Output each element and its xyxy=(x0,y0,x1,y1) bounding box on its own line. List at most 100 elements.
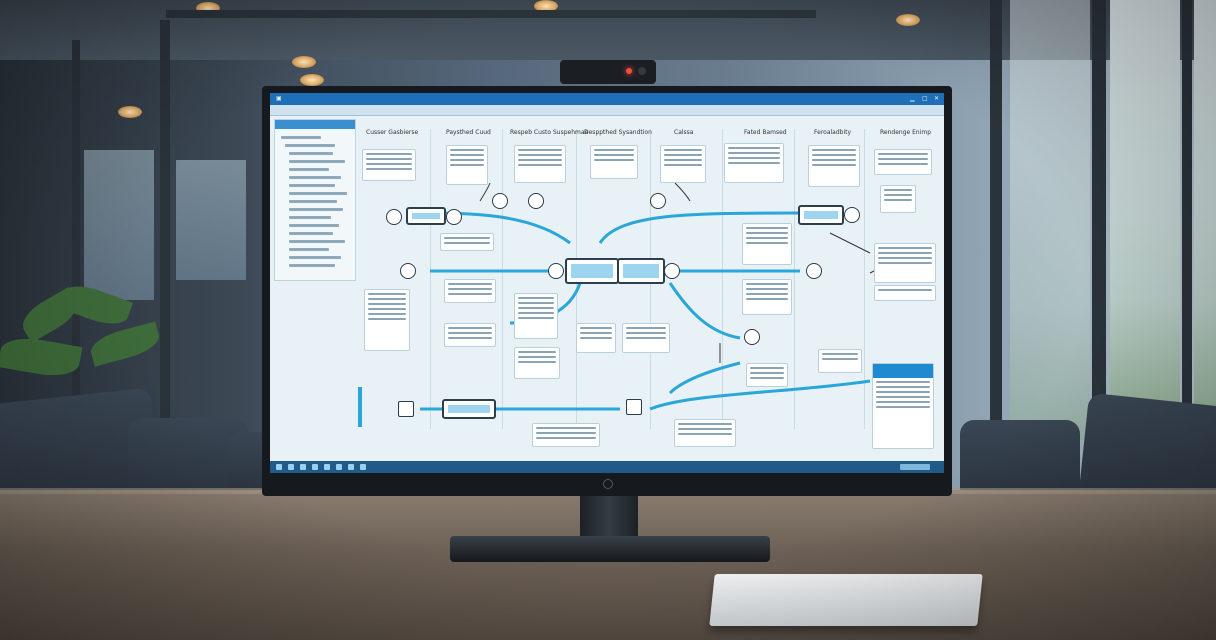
taskbar-app-icon[interactable] xyxy=(300,464,306,470)
gear-icon[interactable] xyxy=(548,263,564,279)
maximize-icon[interactable]: □ xyxy=(922,95,928,102)
tree-item[interactable] xyxy=(281,136,321,139)
window-pane xyxy=(176,160,246,280)
tree-item[interactable] xyxy=(289,240,345,243)
user-icon[interactable] xyxy=(446,209,462,225)
clock-area[interactable] xyxy=(900,464,930,470)
window-pane xyxy=(1110,0,1180,430)
info-card[interactable] xyxy=(874,285,936,301)
screen: ▣ ▁ □ ✕ Cusser Gasbierse Paysthed Cuud R… xyxy=(270,93,944,473)
info-card[interactable] xyxy=(532,423,600,447)
process-box[interactable] xyxy=(406,207,446,225)
info-card[interactable] xyxy=(874,243,936,283)
ceiling-light xyxy=(300,74,324,86)
info-card[interactable] xyxy=(590,145,638,179)
info-card[interactable] xyxy=(724,143,784,183)
column-header: Fated Bamsed xyxy=(744,129,787,136)
ceiling-light xyxy=(118,106,142,118)
info-card[interactable] xyxy=(444,323,496,347)
process-box[interactable] xyxy=(617,258,665,284)
process-box[interactable] xyxy=(565,258,619,284)
taskbar-app-icon[interactable] xyxy=(312,464,318,470)
tree-item[interactable] xyxy=(289,192,347,195)
tree-item[interactable] xyxy=(289,208,343,211)
info-card[interactable] xyxy=(742,223,792,265)
notebook xyxy=(709,574,983,626)
taskbar-app-icon[interactable] xyxy=(348,464,354,470)
tree-item[interactable] xyxy=(289,160,345,163)
column-header: Paysthed Cuud xyxy=(446,129,491,136)
process-box[interactable] xyxy=(442,399,496,419)
user-icon[interactable] xyxy=(744,329,760,345)
webcam-lens xyxy=(638,67,646,75)
tree-item[interactable] xyxy=(289,232,333,235)
close-icon[interactable]: ✕ xyxy=(934,95,940,102)
document-icon[interactable] xyxy=(626,399,642,415)
window-frame xyxy=(160,20,170,420)
info-card[interactable] xyxy=(576,323,616,353)
tree-item[interactable] xyxy=(289,224,339,227)
tree-item[interactable] xyxy=(289,152,333,155)
document-icon[interactable] xyxy=(398,401,414,417)
window-frame xyxy=(1092,0,1106,470)
info-card[interactable] xyxy=(444,279,496,303)
tree-item[interactable] xyxy=(289,184,335,187)
taskbar-app-icon[interactable] xyxy=(360,464,366,470)
gear-icon[interactable] xyxy=(400,263,416,279)
info-card[interactable] xyxy=(364,289,410,351)
power-button[interactable] xyxy=(603,479,613,489)
start-icon[interactable] xyxy=(276,464,282,470)
info-card[interactable] xyxy=(660,145,706,183)
column-divider xyxy=(794,129,795,429)
tree-item[interactable] xyxy=(289,248,329,251)
info-card[interactable] xyxy=(514,293,558,339)
taskbar xyxy=(270,461,944,473)
tree-item[interactable] xyxy=(289,176,341,179)
user-icon[interactable] xyxy=(650,193,666,209)
info-card[interactable] xyxy=(622,323,670,353)
user-icon[interactable] xyxy=(492,193,508,209)
info-card[interactable] xyxy=(514,145,566,183)
tree-item[interactable] xyxy=(289,256,341,259)
tree-item[interactable] xyxy=(285,144,335,147)
tree-item[interactable] xyxy=(289,200,337,203)
info-card[interactable] xyxy=(808,145,860,187)
node-icon[interactable] xyxy=(386,209,402,225)
connector-lines xyxy=(479,182,891,363)
info-card[interactable] xyxy=(874,149,932,175)
webcam xyxy=(560,60,656,84)
node-icon[interactable] xyxy=(844,207,860,223)
info-card[interactable] xyxy=(746,363,788,387)
column-header: Rendenge Enimp xyxy=(880,129,932,136)
tree-item[interactable] xyxy=(289,264,335,267)
window-frame xyxy=(990,0,1002,460)
info-card[interactable] xyxy=(362,149,416,181)
column-divider xyxy=(864,129,865,429)
tree-item[interactable] xyxy=(289,168,329,171)
taskbar-app-icon[interactable] xyxy=(288,464,294,470)
side-panel[interactable] xyxy=(872,363,934,449)
process-box[interactable] xyxy=(798,205,844,225)
info-card[interactable] xyxy=(880,185,916,213)
info-card[interactable] xyxy=(440,233,494,251)
minimize-icon[interactable]: ▁ xyxy=(910,95,915,102)
info-card[interactable] xyxy=(446,145,488,185)
tree-item[interactable] xyxy=(289,216,331,219)
info-card[interactable] xyxy=(514,347,560,379)
ceiling-light xyxy=(534,0,558,12)
taskbar-app-icon[interactable] xyxy=(324,464,330,470)
info-card[interactable] xyxy=(818,349,862,373)
window-pane xyxy=(1010,0,1090,440)
gear-icon[interactable] xyxy=(664,263,680,279)
gear-icon[interactable] xyxy=(806,263,822,279)
column-header: Feroaladbity xyxy=(814,129,852,136)
info-card[interactable] xyxy=(674,419,736,447)
info-card[interactable] xyxy=(742,279,792,315)
column-divider xyxy=(722,129,723,429)
user-icon[interactable] xyxy=(528,193,544,209)
window-pane xyxy=(84,150,154,300)
menu-bar xyxy=(270,105,944,116)
taskbar-app-icon[interactable] xyxy=(336,464,342,470)
column-divider xyxy=(430,129,431,429)
app-icon: ▣ xyxy=(276,95,282,102)
